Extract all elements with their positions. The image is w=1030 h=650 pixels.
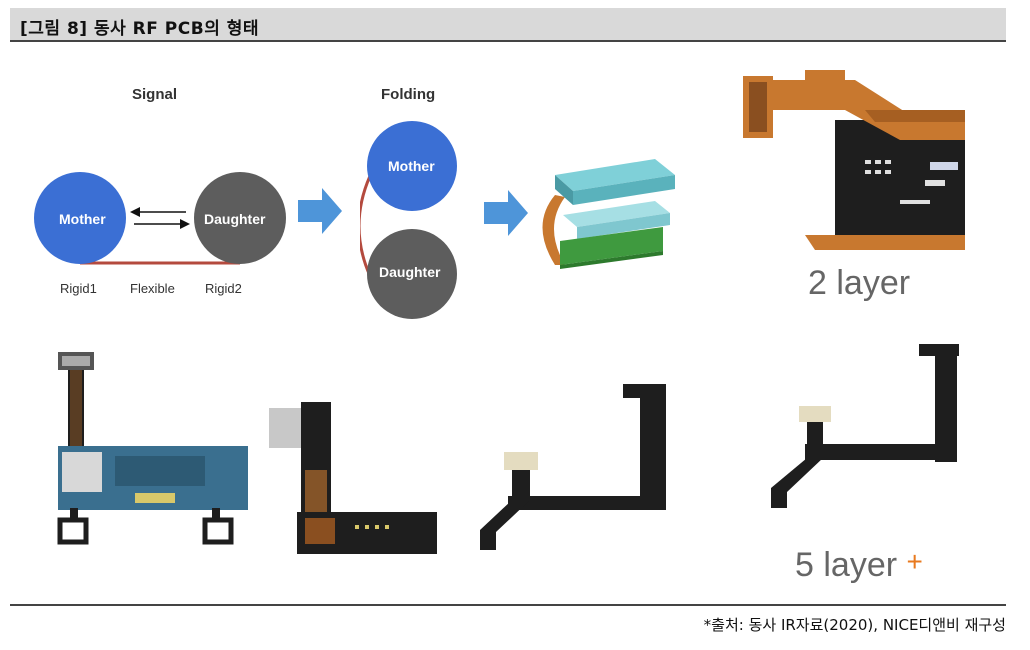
folding-mother-label: Mother	[388, 158, 435, 174]
footer-divider	[10, 604, 1006, 606]
folding-label: Folding	[381, 86, 436, 103]
flex-cable-pcb-image	[480, 384, 666, 550]
daughter-circle	[367, 229, 457, 319]
folding-diagram	[360, 121, 457, 319]
mother-circle	[34, 172, 126, 264]
two-layer-caption: 2 layer	[808, 264, 911, 302]
arrow-head-right	[180, 219, 190, 229]
plus-sign: +	[906, 546, 923, 577]
signal-label: Signal	[132, 86, 178, 103]
rigid2-label: Rigid2	[205, 281, 242, 296]
signal-diagram	[34, 172, 286, 265]
folded-board-illustration	[542, 159, 675, 269]
rf-pcb-figure: Signal Mother Daughter Rigid1 Flexible R…	[0, 60, 1030, 600]
five-layer-caption-text: 5 layer	[795, 546, 898, 584]
blue-rigid-flex-board-image	[57, 352, 248, 545]
flexible-label: Flexible	[130, 281, 175, 296]
mother-label: Mother	[59, 211, 106, 227]
daughter-label: Daughter	[204, 211, 266, 227]
five-layer-pcb-image	[771, 344, 959, 508]
process-arrow-icon	[298, 188, 342, 234]
two-layer-pcb-image	[743, 70, 965, 250]
folded-flex-connector	[360, 175, 372, 277]
source-note: *출처: 동사 IR자료(2020), NICE디앤비 재구성	[703, 616, 1006, 634]
folding-daughter-label: Daughter	[379, 264, 441, 280]
l-shaped-pcb-image	[269, 402, 437, 554]
figure-header: [그림 8] 동사 RF PCB의 형태	[10, 8, 1006, 42]
arrow-head-left	[130, 207, 140, 217]
process-arrow-icon	[484, 190, 528, 236]
daughter-circle	[194, 172, 286, 264]
five-layer-caption: 5 layer +	[795, 546, 923, 585]
mother-circle	[367, 121, 457, 211]
figure-title: [그림 8] 동사 RF PCB의 형태	[20, 19, 260, 39]
rigid1-label: Rigid1	[60, 281, 97, 296]
